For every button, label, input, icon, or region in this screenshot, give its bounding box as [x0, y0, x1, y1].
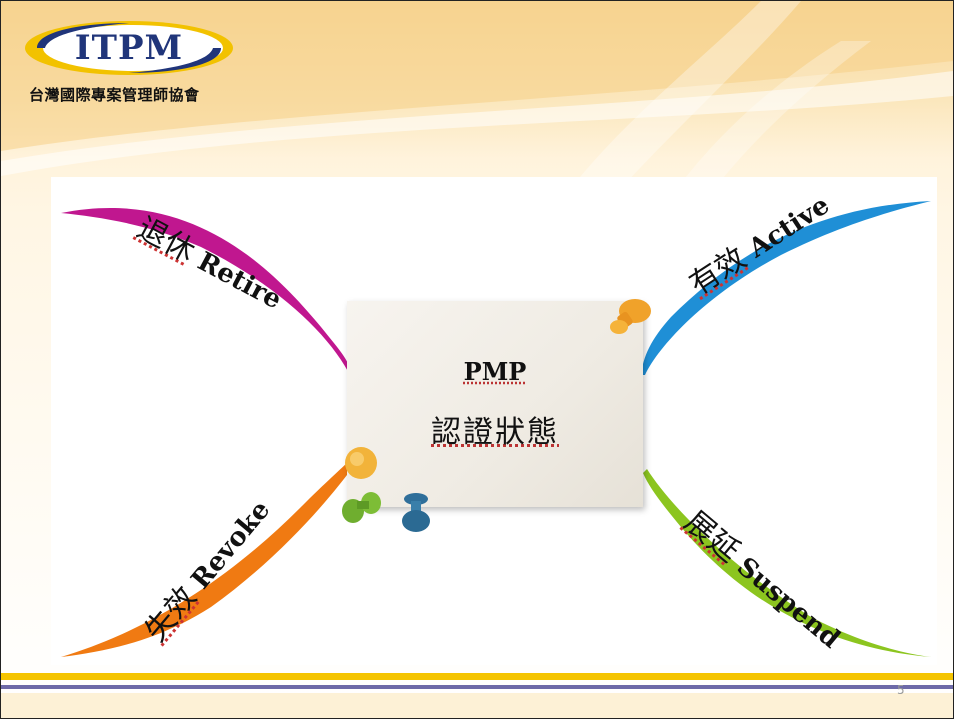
active-branch: [641, 201, 931, 375]
page-number: 5: [897, 683, 905, 697]
background-swoosh: [1, 1, 953, 221]
footer-bars: [1, 673, 953, 718]
organization-name: 台灣國際專案管理師協會: [29, 86, 200, 104]
center-note-card: PMP 認證狀態: [347, 301, 643, 507]
logo-oval-icon: [25, 21, 233, 75]
retire-branch: [61, 207, 351, 377]
push-pin-icon: [342, 492, 381, 523]
center-title: PMP: [463, 357, 527, 386]
logo-text: ITPM: [74, 28, 184, 68]
push-pin-icon: [402, 493, 430, 532]
push-pin-icon: [610, 299, 651, 334]
center-subtitle: 認證狀態: [431, 415, 559, 450]
suspend-branch: [643, 469, 931, 657]
push-pin-icon: [345, 447, 377, 479]
status-mind-map: [61, 201, 931, 657]
